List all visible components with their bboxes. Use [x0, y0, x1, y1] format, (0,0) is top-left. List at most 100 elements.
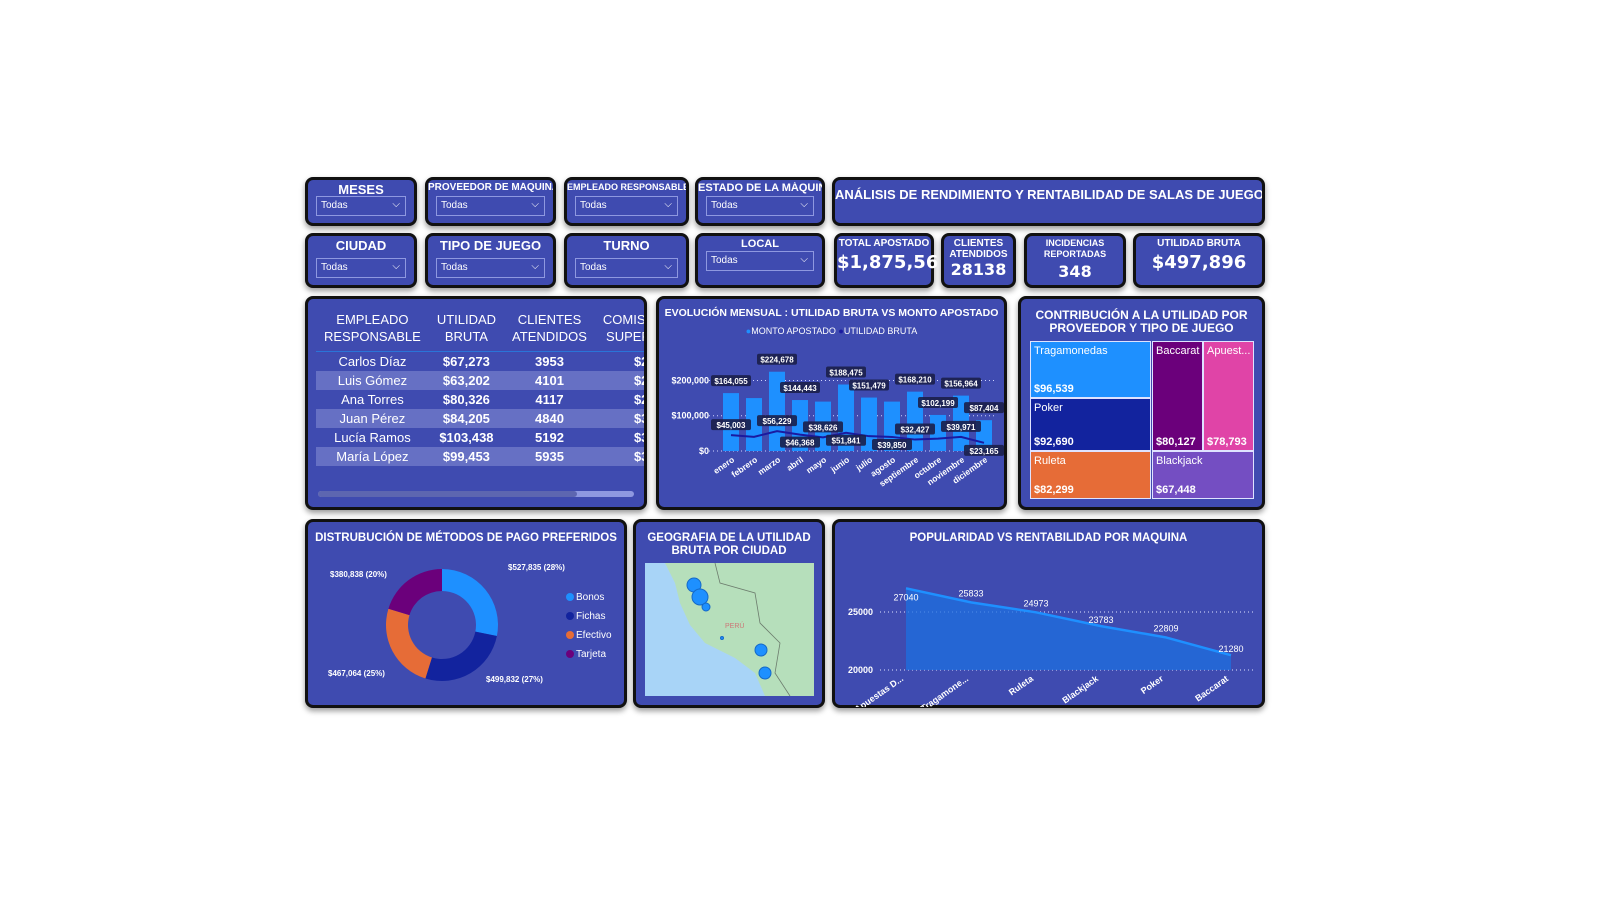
data-label: $23,165 [970, 447, 999, 456]
donut-slice [425, 631, 497, 681]
dropdown-value: Todas [321, 262, 348, 273]
data-label: $188,475 [829, 369, 863, 378]
legend-dot-icon [566, 612, 574, 620]
page-title: ANÁLISIS DE RENDIMIENTO Y RENTABILIDAD D… [835, 187, 1262, 202]
country-label: PERÚ [725, 621, 744, 630]
legend-label: Bonos [576, 592, 604, 603]
x-tick-label: febrero [729, 454, 759, 479]
data-label-bg [872, 438, 912, 450]
chart-legend: ●MONTO APOSTADO ●UTILIDAD BRUTA [659, 326, 1004, 336]
proveedor-dropdown[interactable]: Todas⌵ [436, 196, 545, 216]
slicer-label: TURNO [603, 238, 650, 253]
legend-label: Efectivo [576, 630, 612, 641]
y-tick-label: $0 [699, 446, 709, 456]
slicer-turno: TURNO Todas⌵ [564, 233, 689, 288]
table-cell: $3,5 [594, 447, 644, 466]
kpi-label: INCIDENCIAS REPORTADAS [1043, 238, 1107, 259]
city-bubble[interactable] [754, 643, 768, 657]
data-label: 23783 [1088, 615, 1113, 625]
ciudad-dropdown[interactable]: Todas ⌵ [316, 258, 406, 278]
table-cell: $99,453 [428, 447, 505, 466]
table-cell: Juan Pérez [316, 409, 429, 428]
data-label: $56,229 [763, 417, 792, 426]
legend-dot-icon: ● [838, 326, 844, 336]
kpi-label: TOTAL APOSTADO [838, 238, 930, 249]
city-bubble[interactable] [701, 602, 711, 612]
tile-label: Baccarat [1156, 345, 1200, 357]
donut-chart: $527,835 (28%)Bonos$499,832 (27%)Fichas$… [328, 563, 612, 684]
legend-label: MONTO APOSTADO [751, 326, 836, 336]
data-label-bg [918, 396, 958, 408]
treemap-tile[interactable]: Poker$92,690 [1030, 398, 1151, 451]
data-label: $39,850 [878, 441, 907, 450]
treemap-tile[interactable]: Tragamonedas$96,539 [1030, 341, 1151, 398]
estado-dropdown[interactable]: Todas⌵ [706, 196, 814, 216]
y-tick-label: 25000 [848, 607, 873, 617]
city-bubble[interactable] [720, 636, 724, 640]
bar [746, 398, 762, 451]
slice-label: $499,832 (27%) [486, 675, 543, 684]
treemap-tile[interactable]: Ruleta$82,299 [1030, 451, 1151, 499]
dropdown-value: Todas [441, 200, 468, 211]
city-bubble[interactable] [691, 588, 709, 606]
column-header[interactable]: EMPLEADO RESPONSABLE [324, 312, 421, 344]
tile-value: $78,793 [1207, 436, 1247, 448]
city-bubble[interactable] [758, 666, 772, 680]
column-header[interactable]: CLIENTES ATENDIDOS [512, 312, 587, 344]
treemap-tile[interactable]: Baccarat$80,127 [1152, 341, 1203, 451]
data-label: 22809 [1153, 623, 1178, 633]
report-title-panel: ANÁLISIS DE RENDIMIENTO Y RENTABILIDAD D… [832, 177, 1265, 226]
local-dropdown[interactable]: Todas⌵ [706, 251, 814, 271]
legend-label: UTILIDAD BRUTA [843, 326, 918, 336]
table-cell: $63,202 [428, 371, 505, 390]
table-cell: 4117 [535, 392, 564, 407]
data-label: $156,964 [944, 380, 978, 389]
kpi-label: CLIENTES ATENDIDOS [949, 238, 1008, 260]
chart-title: CONTRIBUCIÓN A LA UTILIDAD POR PROVEEDOR… [1035, 308, 1248, 335]
scrollbar-thumb[interactable] [318, 491, 578, 497]
area-fill [906, 588, 1231, 670]
dropdown-value: Todas [580, 262, 607, 273]
legend-dot-icon [566, 631, 574, 639]
city-map[interactable]: PERÚ [645, 563, 814, 696]
empleado-dropdown[interactable]: Todas⌵ [575, 196, 678, 216]
treemap-tile[interactable]: Blackjack$67,448 [1152, 451, 1254, 499]
slicer-label: TIPO DE JUEGO [439, 238, 542, 253]
tile-value: $96,539 [1034, 383, 1074, 395]
chart-title: POPULARIDAD VS RENTABILIDAD POR MAQUINA [909, 532, 1188, 544]
meses-dropdown[interactable]: Todas⌵ [316, 196, 406, 216]
kpi-value: 28138 [950, 260, 1007, 279]
column-header[interactable]: COMISIÓ SUPERV [602, 312, 646, 344]
data-label: $46,368 [786, 439, 815, 448]
legend-label: Fichas [576, 611, 605, 622]
horizontal-scrollbar[interactable] [318, 491, 634, 497]
treemap-tile[interactable]: Apuest...$78,793 [1203, 341, 1254, 451]
tile-value: $67,448 [1156, 484, 1196, 496]
x-tick-label: mayo [804, 454, 828, 475]
area-line [905, 587, 1232, 657]
donut-slice [388, 569, 442, 616]
turno-dropdown[interactable]: Todas⌵ [575, 258, 678, 278]
data-label-bg [941, 377, 981, 389]
table-cell: $103,438 [439, 430, 494, 445]
data-label-bg [780, 436, 820, 448]
kpi-value: 348 [1058, 262, 1092, 281]
data-label: $151,479 [852, 382, 886, 391]
monthly-chart-panel: EVOLUCIÓN MENSUAL : UTILIDAD BRUTA VS MO… [656, 296, 1007, 510]
table-cell: Lucía Ramos [334, 430, 411, 445]
column-header[interactable]: UTILIDAD BRUTA [436, 312, 497, 344]
tipo-juego-dropdown[interactable]: Todas⌵ [436, 258, 545, 278]
chevron-down-icon: ⌵ [392, 261, 400, 272]
treemap-panel: CONTRIBUCIÓN A LA UTILIDAD POR PROVEEDOR… [1018, 296, 1265, 510]
chevron-down-icon: ⌵ [531, 261, 539, 272]
data-label-bg [803, 421, 843, 433]
x-tick-label: Blackjack [1060, 673, 1101, 706]
x-tick-label: Tragamone... [919, 673, 970, 707]
